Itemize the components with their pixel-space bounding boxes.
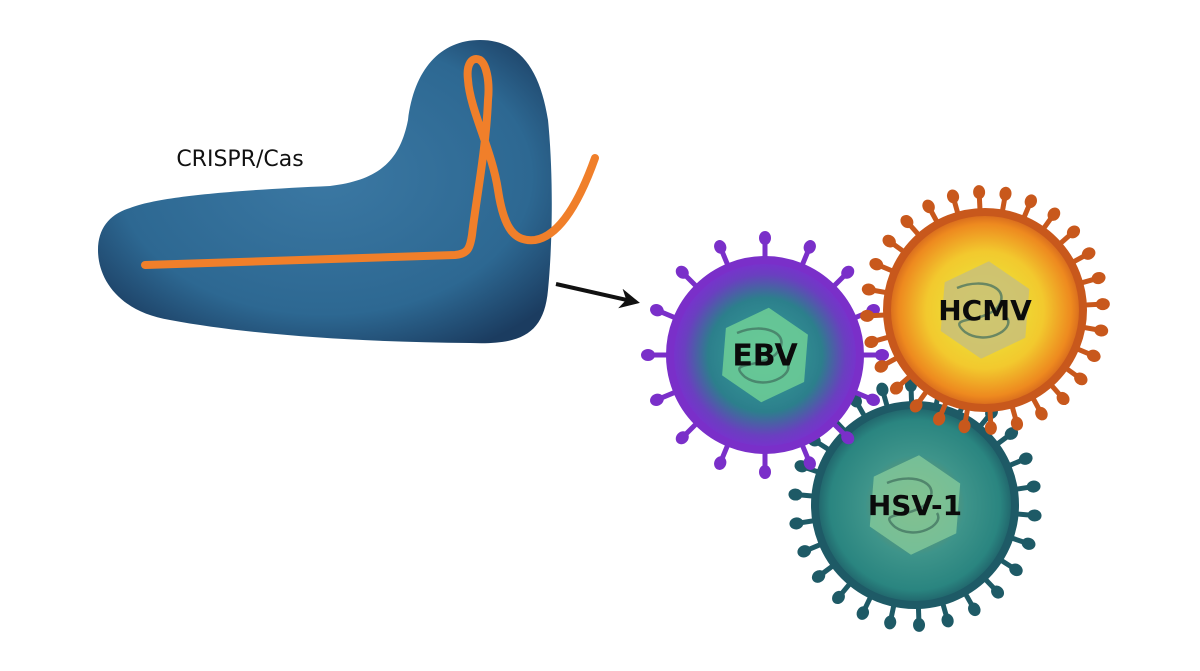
spike-head <box>1027 509 1042 522</box>
spike-head <box>1056 391 1070 406</box>
spike-head <box>864 335 879 349</box>
spike-head <box>650 304 664 317</box>
spike-head <box>1035 406 1048 421</box>
spike-head <box>991 585 1005 599</box>
spike-head <box>922 199 935 214</box>
virus-hsv1: HSV-1 <box>788 378 1042 632</box>
spike-head <box>861 283 876 296</box>
spike-head <box>1026 480 1041 493</box>
spike-head <box>759 231 771 245</box>
spike-head <box>1094 324 1109 337</box>
spike-head <box>941 613 954 628</box>
genome <box>736 327 790 384</box>
spike-head <box>860 309 875 322</box>
spike-head <box>841 431 855 445</box>
spike-head <box>714 240 727 254</box>
spike-head <box>797 545 812 558</box>
guide-rna-strand <box>141 55 599 269</box>
spike-head <box>866 393 880 406</box>
protein-body <box>98 40 552 344</box>
spike-head <box>788 488 803 501</box>
spike-head <box>1018 452 1033 465</box>
virus-label: HSV-1 <box>868 489 962 522</box>
spike-head <box>1086 349 1101 362</box>
spike-head <box>968 602 981 617</box>
spike-head <box>1081 247 1096 260</box>
spike-head <box>869 258 884 271</box>
spike-head <box>958 419 971 434</box>
spike-head <box>913 617 926 632</box>
spike-head <box>641 349 655 361</box>
spike-head <box>675 431 689 445</box>
spike-head <box>999 186 1012 201</box>
targeting-arrow <box>555 282 640 309</box>
spike-head <box>1010 416 1024 431</box>
spike-head <box>889 381 904 395</box>
spike-head <box>900 214 914 229</box>
spike-head <box>1095 298 1110 311</box>
virus-hcmv: HCMV <box>860 185 1110 435</box>
virus-ebv: EBV <box>641 231 889 479</box>
spikes <box>788 378 1042 632</box>
spike-head <box>675 265 689 279</box>
spike-head <box>856 606 870 620</box>
spike-head <box>1091 271 1106 285</box>
spike-head <box>876 382 889 397</box>
spike-head <box>832 590 845 605</box>
genome <box>956 282 1010 339</box>
spike-head <box>909 399 923 413</box>
spike-head <box>882 234 896 248</box>
spike-head <box>1066 225 1081 239</box>
spike-head <box>1074 372 1088 386</box>
spike-head <box>984 420 997 435</box>
protein-label: CRISPR/Cas <box>176 147 303 172</box>
crispr-cas-protein: CRISPR/Cas <box>98 40 599 344</box>
spike-head <box>1047 207 1061 221</box>
spike-head <box>933 411 946 426</box>
spike-head <box>946 189 960 204</box>
spike-head <box>759 465 771 479</box>
spike-head <box>1021 537 1036 550</box>
genome <box>886 477 940 534</box>
spike-head <box>1004 427 1019 440</box>
spike-head <box>1009 563 1023 577</box>
spike-head <box>841 265 855 279</box>
spike-head <box>875 349 889 361</box>
virus-label: EBV <box>732 339 798 374</box>
spike-head <box>803 240 816 254</box>
spike-head <box>973 185 986 200</box>
spike-head <box>789 517 804 530</box>
spike-head <box>874 360 889 373</box>
spike-head <box>803 456 816 470</box>
spike-head <box>650 393 664 406</box>
virus-label: HCMV <box>938 294 1032 327</box>
spike-head <box>714 456 727 470</box>
spike-head <box>811 570 826 583</box>
spike-head <box>1024 194 1037 209</box>
spike-head <box>884 615 897 630</box>
